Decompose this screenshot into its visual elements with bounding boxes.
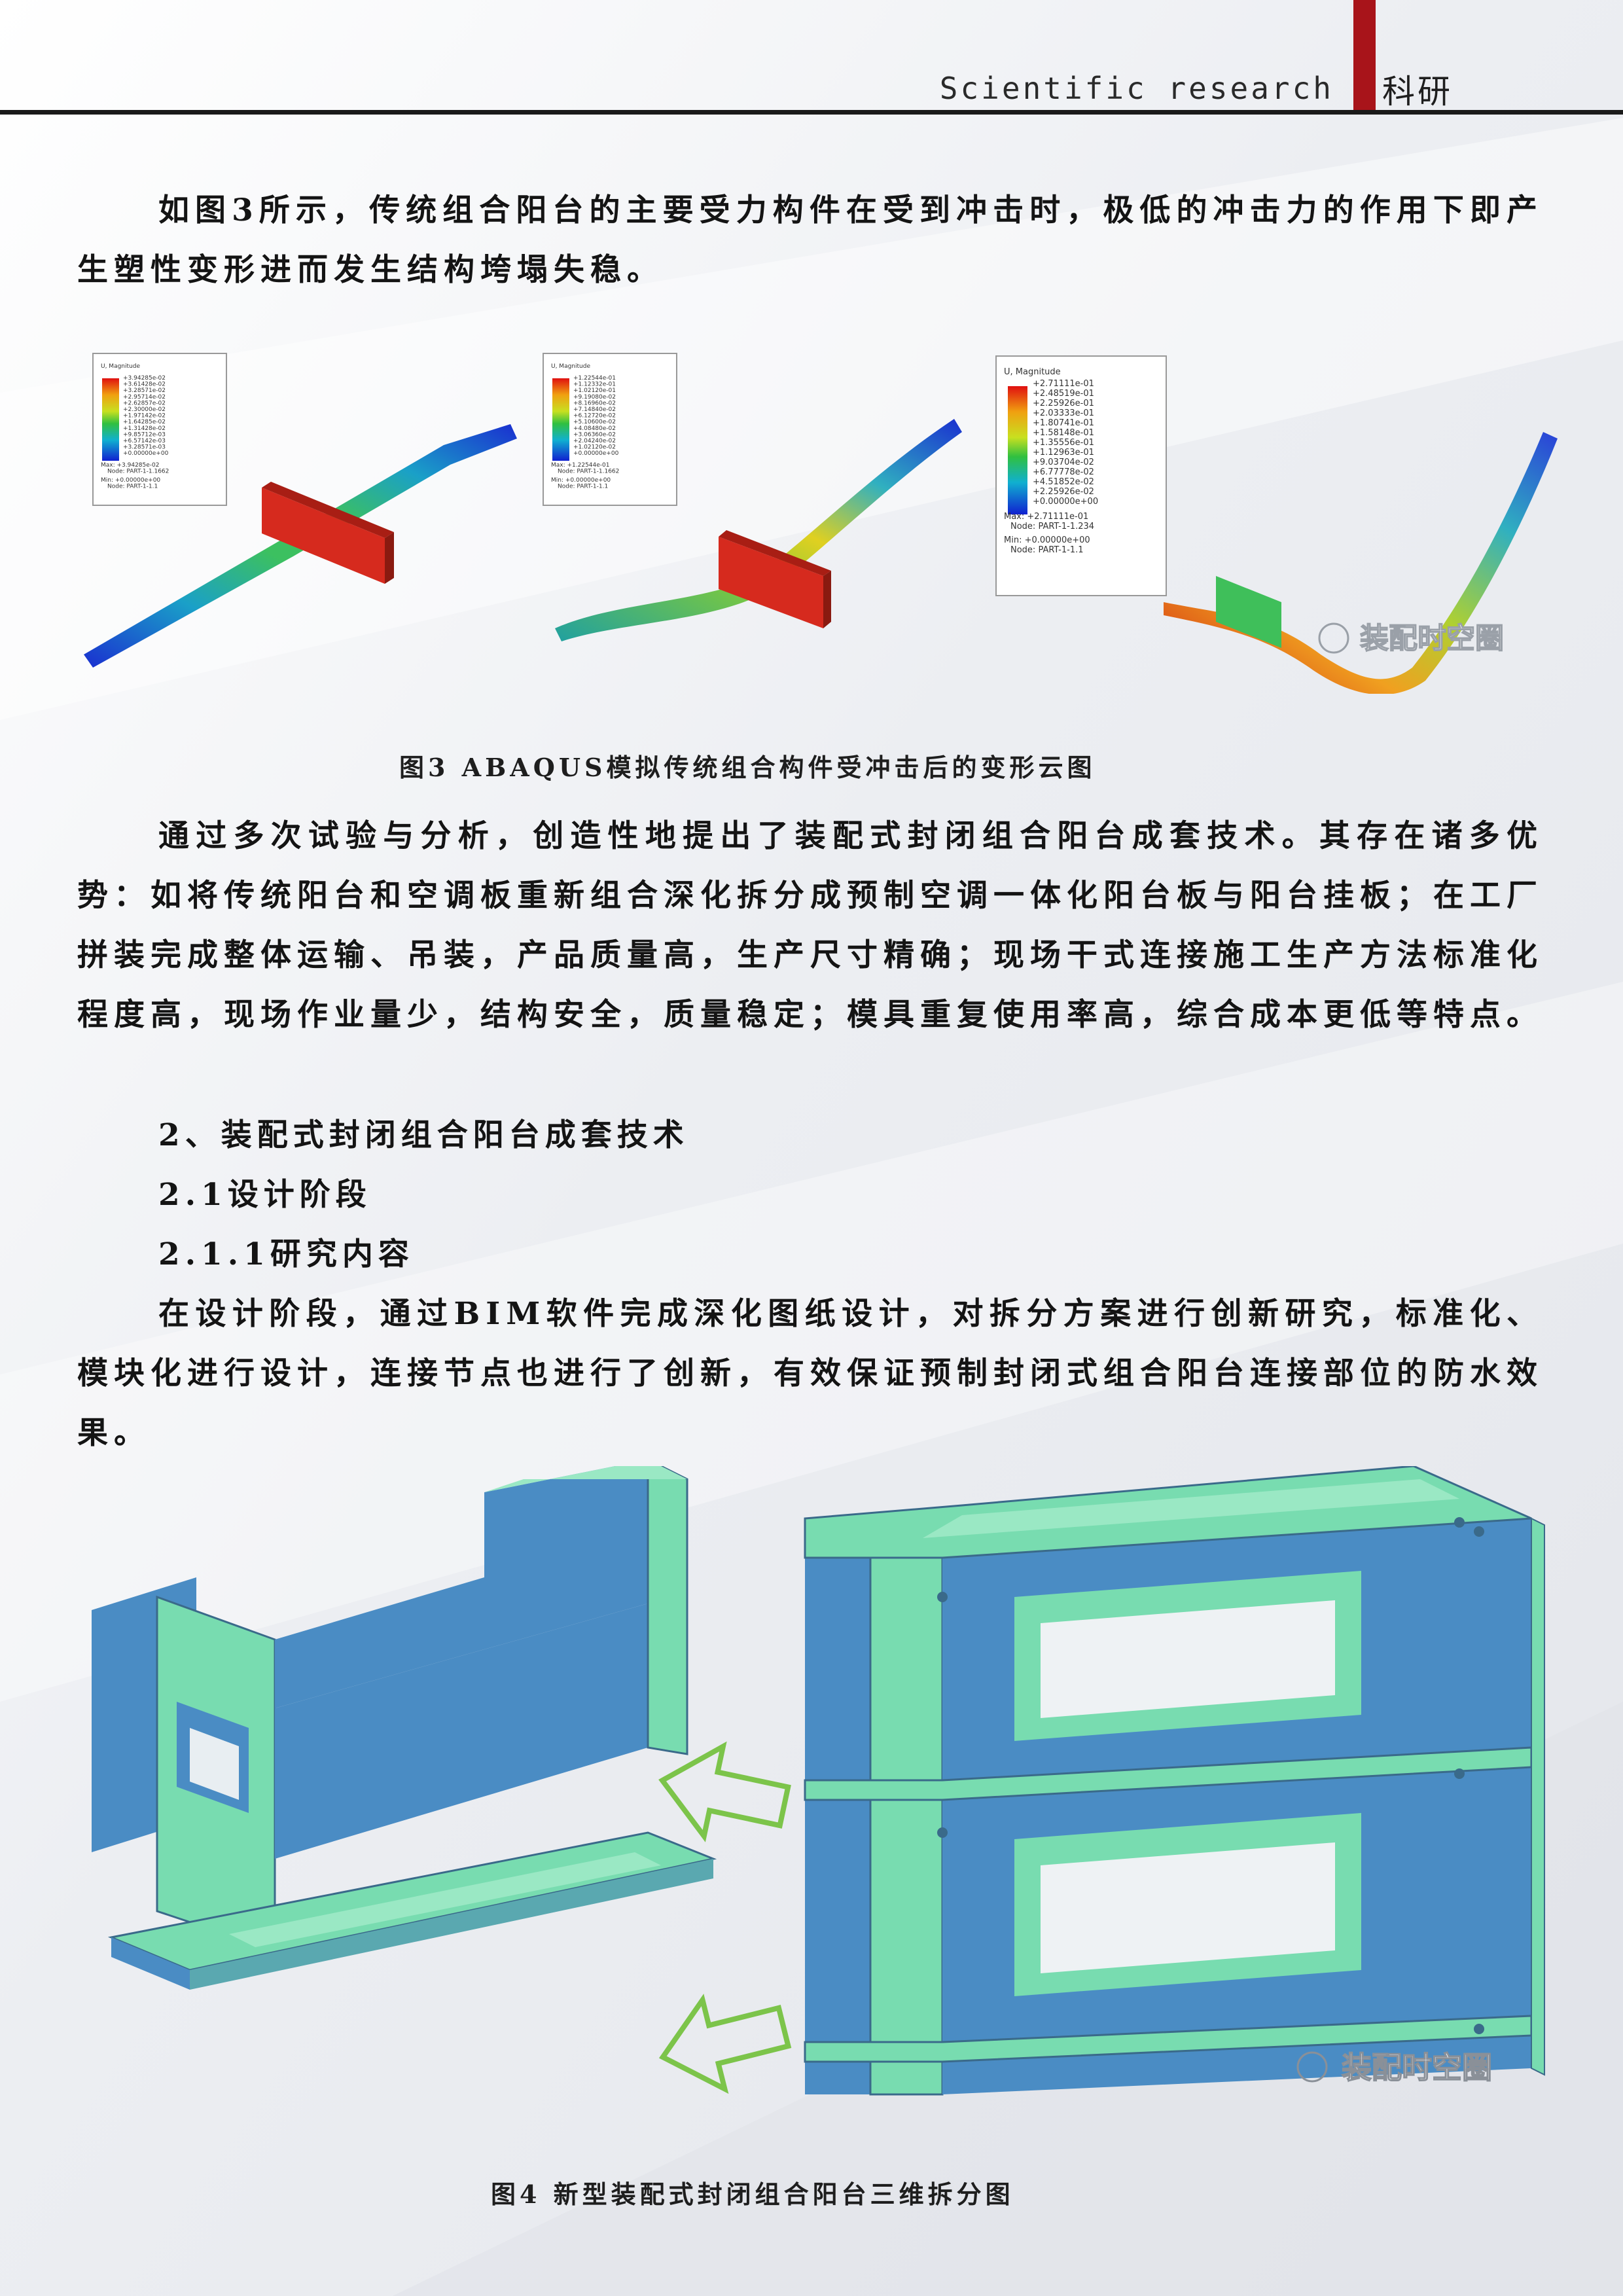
figure-4-caption: 图4 新型装配式封闭组合阳台三维拆分图 [491, 2179, 1014, 2209]
legend-min-node: Node: PART-1-1.1 [1010, 545, 1084, 555]
figure-3-abaqus-results: U, Magnitude+3.94285e-02+3.61428e-02+3.2… [84, 353, 1558, 694]
legend-values-2: U, Magnitude+1.22544e-01+1.12332e-01+1.0… [551, 363, 619, 490]
legend-title: U, Magnitude [1004, 367, 1061, 377]
legend-min: Min: +0.00000e+00 [1004, 535, 1090, 545]
figure-4-exploded-3d-model: 装配时空圈 [92, 1466, 1545, 2096]
assembly-arrow-upper [658, 1741, 791, 1842]
legend-value: +2.03333e-01 [1033, 408, 1094, 418]
impact-plate-3 [1216, 576, 1281, 648]
legend-value: +2.48519e-01 [1033, 389, 1094, 399]
legend-max-node: Node: PART-1-1.234 [1010, 522, 1094, 531]
color-scale-1 [102, 378, 119, 461]
section-title-en: Scientific research [939, 71, 1334, 106]
legend-value: +5.10600e-02 [573, 419, 616, 425]
legend-value: +1.97142e-02 [123, 413, 166, 420]
header-accent-tab [1353, 0, 1376, 113]
legend-min: Min: +0.00000e+00 [551, 477, 611, 484]
legend-value: +4.51852e-02 [1033, 477, 1094, 487]
watermark-1: 装配时空圈 [1360, 622, 1504, 655]
legend-min-node: Node: PART-1-1.1 [558, 483, 608, 490]
legend-value: +9.03704e-02 [1033, 457, 1094, 467]
legend-value: +1.35556e-01 [1033, 438, 1094, 448]
legend-min: Min: +0.00000e+00 [101, 477, 160, 484]
assembled-balcony-module [804, 1466, 1545, 2096]
impact-plate-1 [262, 488, 385, 584]
legend-max: Max: +1.22544e-01 [551, 462, 610, 469]
impact-plate-2 [719, 537, 823, 628]
legend-value: +1.58148e-01 [1033, 428, 1094, 438]
legend-value: +2.04240e-02 [573, 438, 616, 444]
legend-max-node: Node: PART-1-1.1662 [107, 468, 169, 475]
legend-max: Max: +2.71111e-01 [1004, 512, 1088, 522]
heading-section-2: 2、装配式封闭组合阳台成套技术 [158, 1117, 689, 1153]
color-scale-2 [552, 378, 569, 461]
legend-value: +1.12963e-01 [1033, 448, 1094, 457]
legend-title: U, Magnitude [551, 363, 590, 370]
legend-value: +2.71111e-01 [1033, 379, 1094, 389]
deformed-beam-2 [555, 419, 962, 641]
legend-title: U, Magnitude [101, 363, 140, 370]
wechat-icon [1296, 2051, 1328, 2083]
legend-value: +6.12720e-02 [573, 413, 616, 420]
legend-min-node: Node: PART-1-1.1 [107, 483, 158, 490]
legend-value: +2.25926e-02 [1033, 487, 1094, 497]
legend-value: +2.25926e-01 [1033, 399, 1094, 408]
legend-max: Max: +3.94285e-02 [101, 462, 160, 469]
legend-value: +6.77778e-02 [1033, 467, 1094, 477]
balcony-floor-slab [107, 1831, 717, 1990]
legend-value: +1.64285e-02 [123, 419, 166, 425]
paragraph-design-stage: 在设计阶段，通过BIM软件完成深化图纸设计，对拆分方案进行创新研究，标准化、模块… [77, 1296, 1543, 1451]
legend-value: +1.02120e-02 [573, 444, 616, 451]
legend-value: +3.06360e-02 [573, 431, 616, 438]
watermark-2: 装配时空圈 [1342, 2050, 1492, 2085]
wechat-icon [1318, 622, 1349, 654]
legend-value: +3.28571e-02 [123, 387, 166, 394]
legend-value: +1.80741e-01 [1033, 418, 1094, 428]
section-title-cn: 科研 [1382, 73, 1453, 111]
balcony-wall-panel [92, 1466, 688, 1952]
figure-3-caption: 图3 ABAQUS模拟传统组合构件受冲击后的变形云图 [399, 753, 1096, 782]
legend-value: +1.12332e-01 [573, 382, 616, 388]
legend-value: +1.22544e-01 [573, 375, 616, 382]
fem-panel-1: U, Magnitude+3.94285e-02+3.61428e-02+3.2… [84, 353, 517, 668]
legend-value: +9.19080e-02 [573, 394, 616, 401]
legend-value: +4.08480e-02 [573, 425, 616, 432]
legend-value: +1.31428e-02 [123, 425, 166, 432]
heading-section-2-1-1: 2.1.1研究内容 [158, 1236, 414, 1272]
color-scale-3 [1008, 386, 1027, 514]
legend-value: +9.85712e-03 [123, 431, 166, 438]
paragraph-intro: 如图3所示，传统组合阳台的主要受力构件在受到冲击时，极低的冲击力的作用下即产生塑… [77, 192, 1543, 288]
fem-panel-2: U, Magnitude+1.22544e-01+1.12332e-01+1.0… [543, 353, 962, 641]
heading-section-2-1: 2.1设计阶段 [158, 1177, 372, 1213]
legend-value: +0.00000e+00 [573, 450, 619, 457]
legend-value: +3.61428e-02 [123, 382, 166, 388]
legend-values-1: U, Magnitude+3.94285e-02+3.61428e-02+3.2… [101, 363, 169, 490]
paragraph-advantages: 通过多次试验与分析，创造性地提出了装配式封闭组合阳台成套技术。其存在诸多优势：如… [77, 818, 1543, 1033]
legend-value: +7.14840e-02 [573, 406, 616, 413]
legend-value: +3.28571e-03 [123, 444, 166, 451]
legend-value: +2.95714e-02 [123, 394, 166, 401]
legend-value: +2.62857e-02 [123, 400, 166, 406]
legend-value: +1.02120e-01 [573, 387, 616, 394]
legend-max-node: Node: PART-1-1.1662 [558, 468, 619, 475]
legend-value: +8.16960e-02 [573, 400, 616, 406]
legend-value: +2.30000e-02 [123, 406, 166, 413]
assembly-arrow-lower [658, 1994, 792, 2094]
legend-value: +0.00000e+00 [123, 450, 169, 457]
legend-value: +3.94285e-02 [123, 375, 166, 382]
legend-value: +0.00000e+00 [1033, 497, 1098, 507]
legend-values-3: U, Magnitude+2.71111e-01+2.48519e-01+2.2… [1004, 367, 1098, 555]
header-rule [0, 110, 1623, 115]
fem-panel-3: U, Magnitude+2.71111e-01+2.48519e-01+2.2… [995, 355, 1558, 694]
legend-value: +6.57142e-03 [123, 438, 166, 444]
